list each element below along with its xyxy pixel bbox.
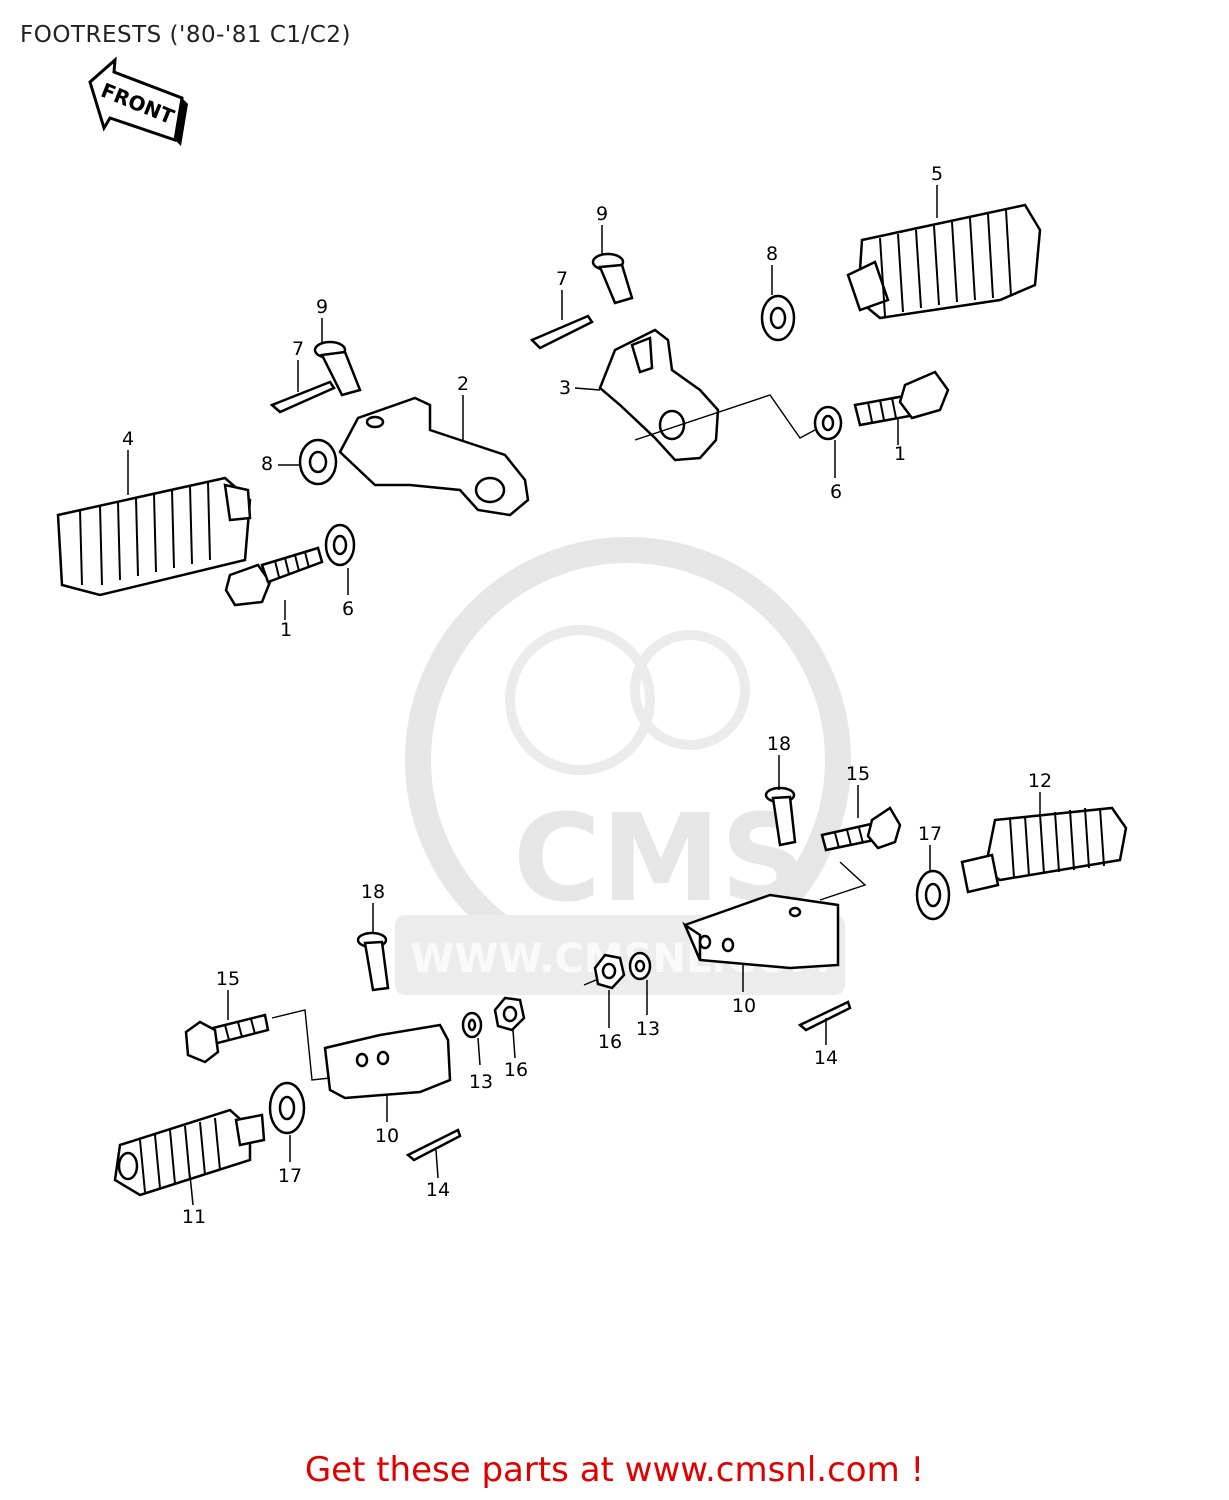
callout-13: 13 xyxy=(469,1071,493,1093)
callout-16: 16 xyxy=(598,1031,622,1053)
assembly-line-upper xyxy=(634,394,816,441)
part-16-nut-right xyxy=(593,953,626,990)
callout-10: 10 xyxy=(375,1125,399,1147)
part-1-bolt-left xyxy=(224,546,324,607)
part-17-washer-right xyxy=(915,869,951,921)
callout-11: 11 xyxy=(182,1206,206,1228)
callout-1: 1 xyxy=(280,619,292,641)
callout-18: 18 xyxy=(361,881,385,903)
leader-lines xyxy=(127,185,1041,1206)
part-13-washer-left xyxy=(461,1011,483,1039)
callout-8: 8 xyxy=(261,453,273,475)
callout-10: 10 xyxy=(732,995,756,1017)
part-10-footrest-mount-left xyxy=(323,1023,452,1100)
callout-16: 16 xyxy=(504,1059,528,1081)
callout-9: 9 xyxy=(596,203,608,225)
part-6-lockwasher-left xyxy=(324,523,356,567)
part-12-footrest-rubber xyxy=(960,806,1128,894)
callout-7: 7 xyxy=(556,268,568,290)
callout-8: 8 xyxy=(766,243,778,265)
callout-18: 18 xyxy=(767,733,791,755)
callout-14: 14 xyxy=(426,1179,450,1201)
assembly-line-lower-right xyxy=(819,861,867,901)
part-16-nut-left xyxy=(493,996,526,1032)
callout-6: 6 xyxy=(342,598,354,620)
part-9-clevis-pin-left xyxy=(313,340,362,397)
part-6-lockwasher-right xyxy=(813,405,843,441)
assembly-line-lower-mid xyxy=(583,979,597,986)
part-8-washer-left xyxy=(298,438,338,486)
part-14-cotter-pin-left xyxy=(405,1128,462,1162)
part-18-pin-right xyxy=(764,786,797,847)
callout-7: 7 xyxy=(292,338,304,360)
callout-15: 15 xyxy=(846,763,870,785)
part-11-footrest-rubber xyxy=(113,1108,266,1197)
callout-6: 6 xyxy=(830,481,842,503)
part-7-cotter-pin-left xyxy=(269,380,336,414)
assembly-line-lower-left xyxy=(271,1009,331,1081)
part-8-washer-right xyxy=(760,294,796,342)
callout-1: 1 xyxy=(894,443,906,465)
callout-14: 14 xyxy=(814,1047,838,1069)
part-14-cotter-pin-right xyxy=(797,1000,852,1032)
callout-13: 13 xyxy=(636,1018,660,1040)
callout-15: 15 xyxy=(216,968,240,990)
part-4-footrest-rubber xyxy=(56,476,252,597)
part-9-clevis-pin-right xyxy=(591,252,634,305)
part-10-footrest-mount-right xyxy=(682,893,840,970)
part-7-cotter-pin-right xyxy=(529,314,594,350)
part-2-footrest-bracket xyxy=(338,396,530,517)
part-5-footrest-rubber xyxy=(846,203,1042,320)
part-18-pin-left xyxy=(356,931,390,992)
callout-5: 5 xyxy=(931,163,943,185)
footer-link[interactable]: Get these parts at www.cmsnl.com ! xyxy=(304,1450,925,1490)
callout-17: 17 xyxy=(918,823,942,845)
front-arrow-icon: FRONT xyxy=(88,56,188,146)
callout-17: 17 xyxy=(278,1165,302,1187)
part-1-bolt-right xyxy=(853,370,950,427)
callout-12: 12 xyxy=(1028,770,1052,792)
page-title: FOOTRESTS ('80-'81 C1/C2) xyxy=(20,22,351,48)
callout-4: 4 xyxy=(122,428,134,450)
part-13-washer-right xyxy=(628,951,652,981)
part-17-washer-left xyxy=(268,1081,306,1135)
part-3-footrest-bracket-right xyxy=(598,328,720,462)
callout-3: 3 xyxy=(559,377,571,399)
part-15-bolt-left xyxy=(184,1013,270,1064)
part-15-bolt-right xyxy=(820,806,902,852)
callout-2: 2 xyxy=(457,373,469,395)
callout-9: 9 xyxy=(316,296,328,318)
